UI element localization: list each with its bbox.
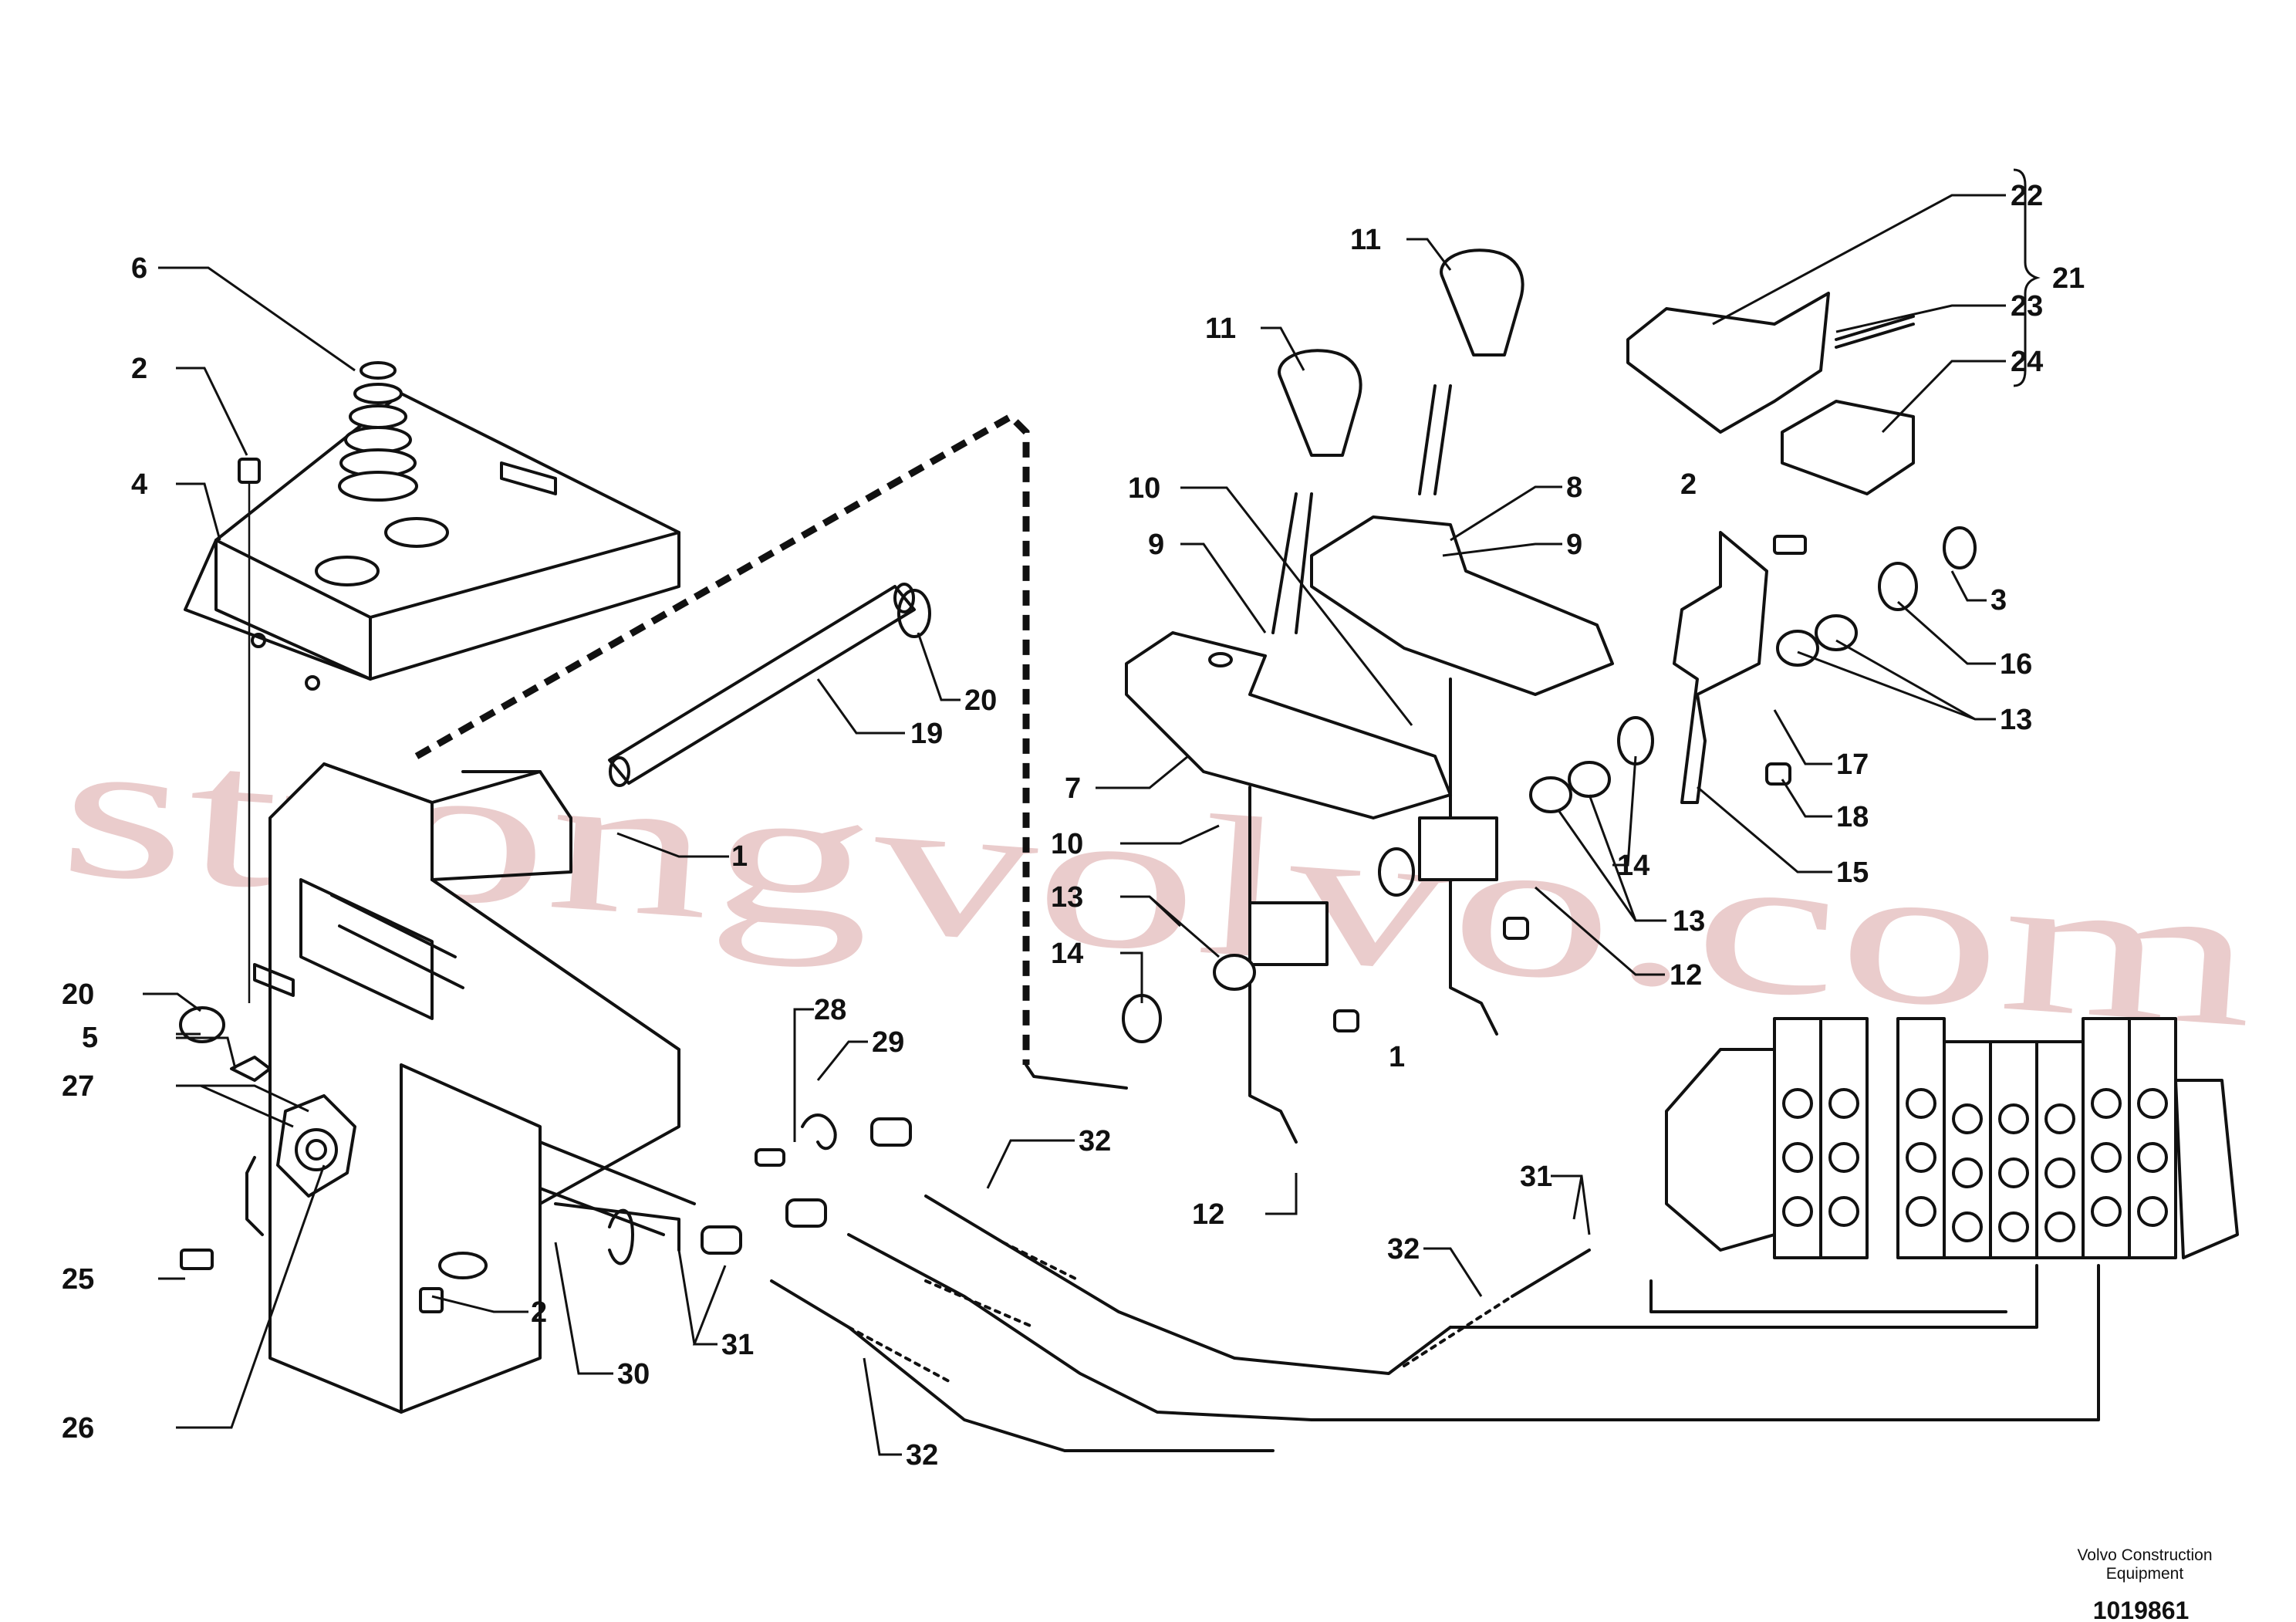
callout-13-mid: 13 <box>1673 905 1705 938</box>
rubber-boot <box>338 361 418 502</box>
callout-2-top: 2 <box>131 353 147 385</box>
callout-20-left: 20 <box>62 978 94 1011</box>
control-cables <box>770 1195 2100 1452</box>
clip-part-5 <box>230 1056 272 1082</box>
control-valve-block <box>1665 1017 2239 1259</box>
callout-23: 23 <box>2011 290 2043 323</box>
callout-29: 29 <box>872 1026 904 1059</box>
callout-10-mid: 10 <box>1051 828 1083 860</box>
hand-lever-left <box>1125 492 1452 1144</box>
brand-line-1: Volvo Construction <box>2077 1546 2212 1564</box>
callout-6: 6 <box>131 252 147 285</box>
pedal-assembly <box>1626 292 1915 495</box>
callout-9-right: 9 <box>1566 529 1582 561</box>
callout-19: 19 <box>910 718 943 750</box>
lever-bracket <box>253 762 680 1414</box>
callout-31-right: 31 <box>1520 1161 1552 1193</box>
callout-2-right: 2 <box>1680 468 1697 501</box>
pivot-pin <box>608 583 916 787</box>
bolt-bottom <box>419 1287 444 1313</box>
callout-31-left: 31 <box>721 1329 754 1361</box>
callout-32-top: 32 <box>1079 1125 1111 1157</box>
callout-12-bottom: 12 <box>1192 1198 1224 1231</box>
callout-2-bottom: 2 <box>531 1296 547 1329</box>
callout-labels: 1 2 2 2 3 4 5 6 7 8 9 9 10 10 11 11 12 1… <box>62 180 2085 1472</box>
callout-16: 16 <box>2000 648 2032 681</box>
callout-13-right: 13 <box>2000 704 2032 736</box>
callout-14-right: 14 <box>1617 850 1649 882</box>
linkage-rods <box>539 1113 912 1265</box>
circlip-left <box>179 1006 225 1043</box>
knob-left <box>1278 349 1362 457</box>
callout-32-right: 32 <box>1387 1233 1420 1265</box>
small-hardware <box>1122 526 1977 1043</box>
brand-line-2: Equipment <box>2106 1565 2184 1583</box>
hand-lever-right <box>1310 384 1614 1036</box>
leader-lines <box>143 168 2041 1456</box>
callout-8: 8 <box>1566 471 1582 504</box>
callout-4: 4 <box>131 468 147 501</box>
bolt-top-left <box>238 458 261 1003</box>
callout-24: 24 <box>2011 346 2043 378</box>
document-number: 1019861 <box>2093 1597 2190 1622</box>
callout-5: 5 <box>82 1022 98 1054</box>
callout-9-left: 9 <box>1148 529 1164 561</box>
callout-1-right: 1 <box>1389 1041 1405 1073</box>
callout-10-top: 10 <box>1128 472 1160 505</box>
callout-26: 26 <box>62 1412 94 1445</box>
knob-right <box>1440 248 1524 357</box>
callout-22: 22 <box>2011 180 2043 212</box>
callout-12-right: 12 <box>1670 959 1702 992</box>
callout-32-bottom: 32 <box>906 1439 938 1472</box>
callout-14-left: 14 <box>1051 938 1083 970</box>
cover-plate <box>184 392 680 691</box>
bolt-25 <box>180 1249 214 1270</box>
dashed-boundary <box>414 412 1030 1065</box>
callout-25: 25 <box>62 1263 94 1296</box>
callout-20-top: 20 <box>964 684 997 717</box>
callout-11-left: 11 <box>1205 313 1236 345</box>
callout-28: 28 <box>814 994 846 1026</box>
callout-18: 18 <box>1836 801 1869 833</box>
callout-27: 27 <box>62 1070 94 1103</box>
callout-7: 7 <box>1065 772 1081 805</box>
callout-11-top: 11 <box>1350 224 1381 256</box>
bearing-assembly <box>245 1094 356 1236</box>
callout-17: 17 <box>1836 748 1869 781</box>
circlip-top <box>897 589 931 638</box>
callout-3: 3 <box>1990 584 2007 617</box>
callout-30: 30 <box>617 1358 650 1391</box>
callout-1: 1 <box>731 840 748 873</box>
callout-15: 15 <box>1836 857 1869 889</box>
callout-21: 21 <box>2052 262 2085 295</box>
callout-13-left: 13 <box>1051 881 1083 914</box>
